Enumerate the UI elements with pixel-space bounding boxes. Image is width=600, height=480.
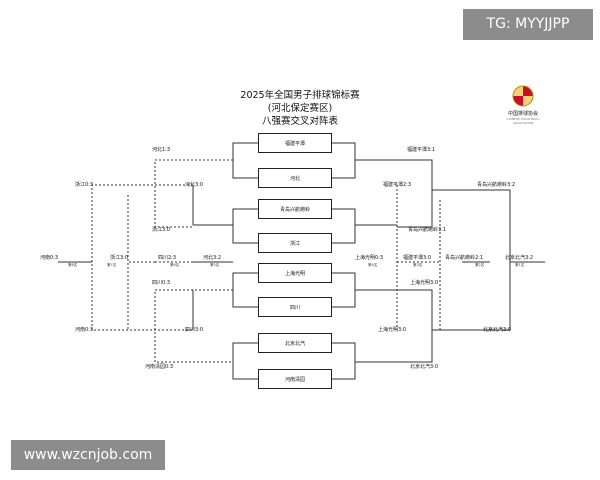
result-label: 青岛兴航崂岭3:2: [477, 182, 516, 188]
place-label: 第3名: [413, 263, 423, 267]
result-label: 青岛兴航崂岭3:1: [408, 227, 447, 233]
team-box-sichuan: 四川: [258, 297, 332, 317]
result-label: 河南0:3: [75, 327, 94, 333]
result-label: 四川2:3: [158, 255, 177, 261]
result-label: 河南清园0:3: [145, 364, 174, 370]
cva-logo: 中国排球协会 CHINESE VOLLEYBALL ASSOCIATION: [503, 85, 543, 125]
place-label: 第6名: [170, 263, 180, 267]
result-label: 河北1:3: [152, 147, 171, 153]
result-label: 上海光明3:0: [378, 327, 407, 333]
result-label: 浙江3:0: [152, 227, 171, 233]
team-box-qingdao: 青岛兴航崂岭: [258, 199, 332, 219]
place-label: 第8名: [68, 263, 78, 267]
result-label: 福建平潭2:3: [383, 182, 412, 188]
place-label: 第4名: [368, 263, 378, 267]
place-label: 第1名: [515, 263, 525, 267]
result-label: 上海光明0:3: [355, 255, 384, 261]
place-label: 第7名: [107, 263, 117, 267]
result-label: 河北3:0: [185, 182, 204, 188]
result-label: 北京北汽3:2: [505, 255, 534, 261]
tg-watermark: TG: MYYJJPP: [463, 9, 593, 40]
result-label: 河南0:3: [40, 255, 59, 261]
result-label: 上海光明3:0: [410, 280, 439, 286]
result-label: 四川0:3: [152, 280, 171, 286]
team-box-beijing: 北京北汽: [258, 333, 332, 353]
place-label: 第2名: [475, 263, 485, 267]
result-label: 浙江3:0: [110, 255, 129, 261]
team-box-hebei: 河北: [258, 168, 332, 188]
team-box-shanghai: 上海光明: [258, 263, 332, 283]
result-label: 福建平潭3:0: [403, 255, 432, 261]
logo-text: 中国排球协会: [507, 111, 538, 117]
result-label: 北京北汽3:0: [483, 327, 512, 333]
title-line-2: (河北保定赛区): [267, 103, 333, 114]
result-label: 四川3:0: [185, 327, 204, 333]
site-watermark: www.wzcnjob.com: [11, 440, 165, 470]
place-label: 第5名: [210, 263, 220, 267]
team-box-zhejiang: 浙江: [258, 233, 332, 253]
title-line-3: 八强赛交叉对阵表: [261, 116, 338, 127]
title-line-1: 2025年全国男子排球锦标赛: [240, 90, 360, 101]
team-box-fujian: 福建平潭: [258, 133, 332, 153]
result-label: 青岛兴航崂岭2:1: [445, 255, 484, 261]
team-box-henanqy: 河南清园: [258, 369, 332, 389]
result-label: 福建平潭3:1: [407, 147, 436, 153]
volleyball-emblem-icon: [512, 85, 534, 107]
result-label: 河北3:2: [203, 255, 222, 261]
result-label: 浙江0:3: [75, 182, 94, 188]
logo-subtext: CHINESE VOLLEYBALL ASSOCIATION: [506, 117, 540, 125]
result-label: 北京北汽3:0: [410, 364, 439, 370]
